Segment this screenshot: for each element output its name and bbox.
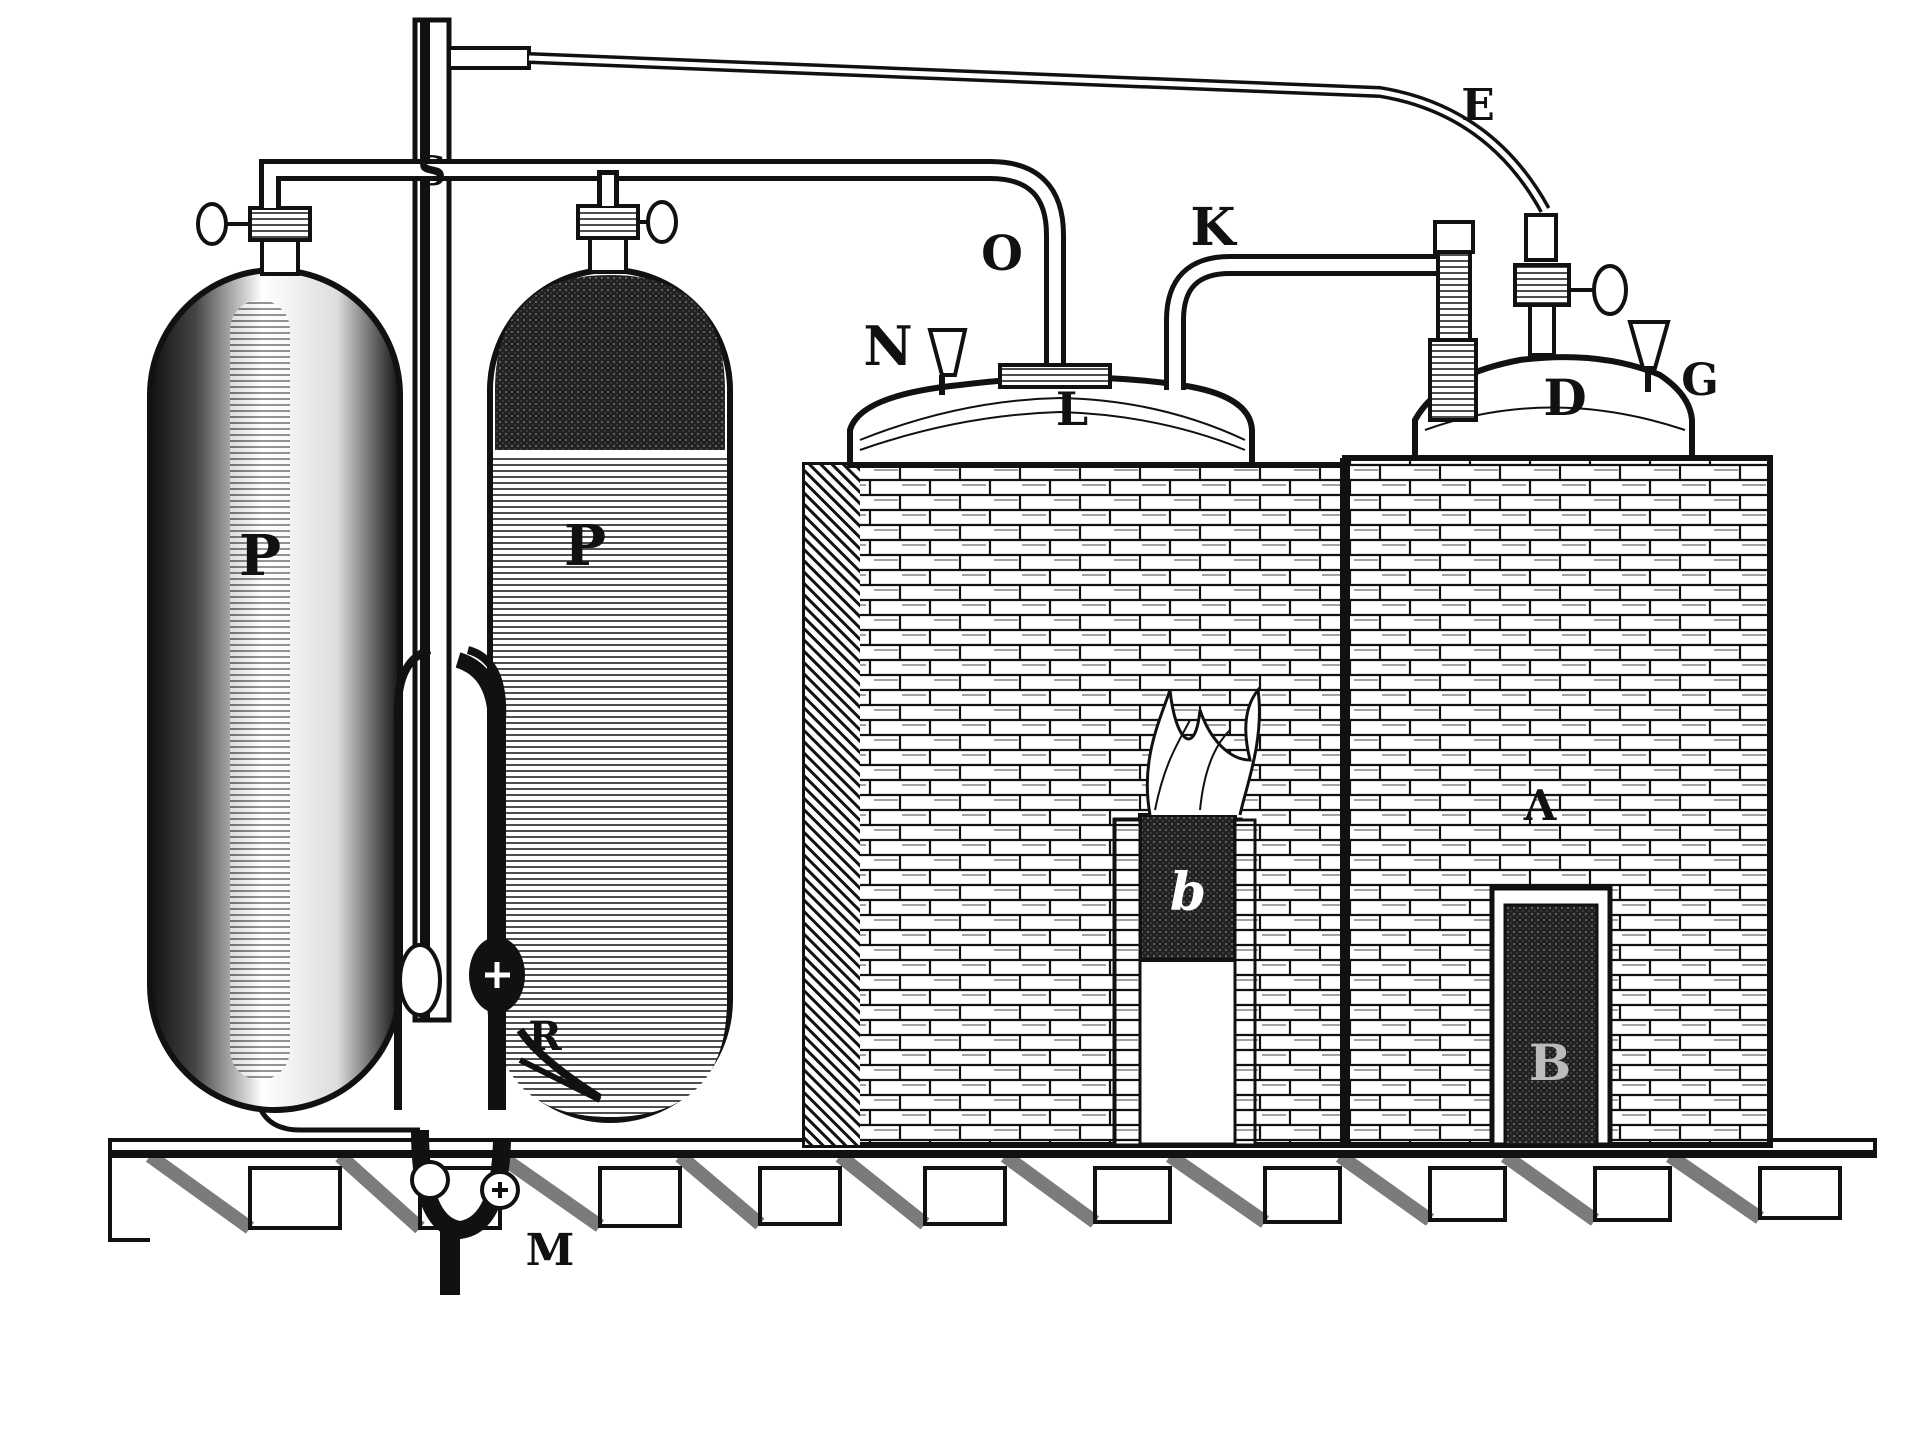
label-m: M xyxy=(526,1225,575,1276)
platform-sleepers xyxy=(108,1150,1842,1242)
dome-d xyxy=(1412,213,1695,461)
brick-furnace xyxy=(802,455,1773,1148)
label-b-firebox: b xyxy=(1170,862,1206,923)
label-k: K xyxy=(1190,197,1237,258)
label-s: S xyxy=(418,148,447,195)
flame-icon xyxy=(1145,686,1261,816)
connecting-pipe xyxy=(259,159,1066,365)
ground-platform xyxy=(108,1138,1877,1242)
label-p-left: P xyxy=(239,523,281,589)
label-p-right: P xyxy=(564,513,606,579)
label-e: E xyxy=(1461,80,1495,131)
label-d: D xyxy=(1543,368,1586,427)
pipe-k xyxy=(1164,254,1450,390)
label-l: L xyxy=(1056,382,1088,436)
funnel-g-icon xyxy=(1627,320,1671,370)
right-tank xyxy=(487,200,733,1123)
left-tank xyxy=(147,202,420,1133)
gauge-r-curve xyxy=(516,1027,603,1102)
vertical-pipe-s xyxy=(393,17,525,1295)
label-o-pipe: O xyxy=(981,226,1023,282)
pipe-e xyxy=(447,46,1551,213)
label-g: G xyxy=(1681,355,1719,406)
label-b-door: B xyxy=(1529,1033,1571,1092)
figure-labels: P P S O O O O E K N L D G A b B R M xyxy=(239,80,1719,1276)
label-n: N xyxy=(863,314,912,378)
label-a: A xyxy=(1523,781,1558,830)
dome-l xyxy=(847,328,1255,468)
funnel-n-icon xyxy=(927,328,968,377)
label-r: R xyxy=(528,1013,562,1060)
